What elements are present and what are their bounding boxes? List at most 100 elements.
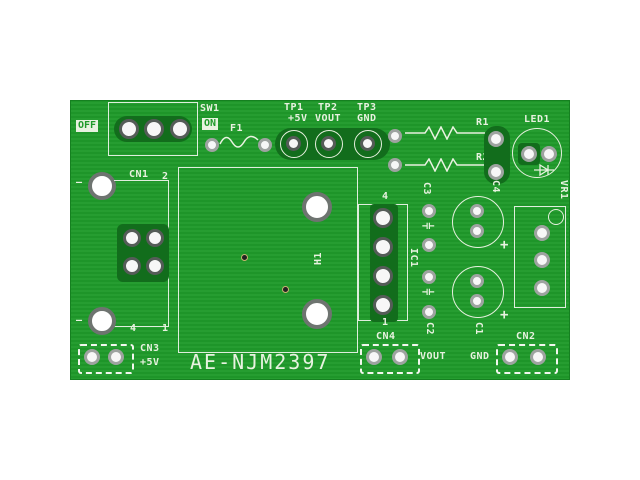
- cn1-pad-1: [123, 229, 141, 247]
- c4-pad-2: [470, 224, 484, 238]
- cn4-ref: CN4: [376, 331, 396, 342]
- cn4-outline: [360, 344, 420, 374]
- vr1-ref: VR1: [558, 180, 569, 200]
- f1-ref: F1: [230, 123, 244, 134]
- tp2-ring: [315, 130, 343, 158]
- cn2-ref: CN2: [516, 331, 536, 342]
- c4-plus: +: [500, 237, 509, 253]
- cn1-minus-top: –: [76, 177, 83, 188]
- f1-pad-2: [258, 138, 272, 152]
- cn4-pad-1: [366, 349, 382, 365]
- vr1-outline: [514, 206, 566, 308]
- r1-pad-1: [388, 129, 402, 143]
- c1-outline: [452, 266, 504, 318]
- tp1-ref: TP1: [284, 102, 304, 113]
- resistor-r1-symbol-icon: [405, 126, 485, 140]
- ic1-pad-1: [373, 295, 393, 315]
- r2-pad-1: [388, 158, 402, 172]
- heatsink-mount-bottom: [302, 299, 332, 329]
- cn3-ref: CN3: [140, 343, 160, 354]
- tp2-ref: TP2: [318, 102, 338, 113]
- tp3-ring: [354, 130, 382, 158]
- cn3-outline: [78, 344, 134, 374]
- sw1-on-label: ON: [202, 118, 219, 130]
- c2-ref: C2: [424, 322, 435, 336]
- vr1-marker: [548, 209, 564, 225]
- sw1-pad-1: [119, 119, 139, 139]
- pcb-board: OFF SW1 ON F1 TP1 +5V TP2 VOUT TP3 GND R…: [70, 100, 570, 380]
- tp3-label: GND: [357, 113, 377, 124]
- resistor-r2-symbol-icon: [405, 158, 485, 172]
- tp3-ref: TP3: [357, 102, 377, 113]
- ic1-pad-4: [373, 208, 393, 228]
- sw1-off-label: OFF: [76, 120, 99, 132]
- cn2-pad-1: [502, 349, 518, 365]
- ic1-ref: IC1: [408, 248, 419, 268]
- sw1-pad-2: [144, 119, 164, 139]
- via: [282, 286, 289, 293]
- cn1-mount-hole-top: [88, 172, 116, 200]
- cn2-outline: [496, 344, 558, 374]
- cn1-pin4: 4: [130, 323, 137, 334]
- ic1-pin4: 4: [382, 191, 389, 202]
- cn4-label: VOUT: [420, 351, 447, 362]
- tp1-pad: [286, 136, 301, 151]
- c1-plus: +: [500, 307, 509, 323]
- c2-symbol-icon: ⊣⊢: [422, 287, 436, 298]
- cn1-pad-3: [123, 257, 141, 275]
- tp2-label: VOUT: [315, 113, 342, 124]
- ic1-pad-3: [373, 237, 393, 257]
- c3-pad-1: [422, 204, 436, 218]
- r2-ref: R2: [476, 152, 490, 163]
- r2-pad-2: [488, 164, 504, 180]
- ic1-pin1: 1: [382, 317, 389, 328]
- r1-ref: R1: [476, 117, 490, 128]
- f1-pad-1: [205, 138, 219, 152]
- tp1-ring: [280, 130, 308, 158]
- c3-symbol-icon: ⊣⊢: [422, 221, 436, 232]
- c4-pad-1: [470, 204, 484, 218]
- cn1-ref: CN1: [129, 169, 149, 180]
- cn2-pad-2: [530, 349, 546, 365]
- led1-outline: [512, 128, 562, 178]
- via: [241, 254, 248, 261]
- led1-pad-1: [521, 146, 537, 162]
- ic1-pad-2: [373, 266, 393, 286]
- h1-ref: H1: [313, 252, 324, 266]
- cn1-pad-4: [146, 257, 164, 275]
- tp1-label: +5V: [288, 113, 308, 124]
- c2-pad-1: [422, 270, 436, 284]
- heatsink-outline: [178, 167, 358, 353]
- cn2-label: GND: [470, 351, 490, 362]
- c1-pad-2: [470, 294, 484, 308]
- board-name: AE-NJM2397: [190, 350, 331, 374]
- cn3-pad-1: [84, 349, 100, 365]
- vr1-pad-3: [534, 280, 550, 296]
- cn1-minus-bottom: –: [76, 315, 83, 326]
- c2-pad-2: [422, 305, 436, 319]
- cn3-pad-2: [108, 349, 124, 365]
- cn1-mount-hole-bottom: [88, 307, 116, 335]
- tp2-pad: [321, 136, 336, 151]
- cn1-pin2: 2: [162, 171, 169, 182]
- diode-symbol-icon: [534, 164, 554, 176]
- cn1-pad-2: [146, 229, 164, 247]
- led1-ref: LED1: [524, 114, 551, 125]
- vr1-pad-2: [534, 252, 550, 268]
- c4-ref: C4: [490, 180, 501, 194]
- cn4-pad-2: [392, 349, 408, 365]
- sw1-ref: SW1: [200, 103, 220, 114]
- vr1-pad-1: [534, 225, 550, 241]
- c3-ref: C3: [421, 182, 432, 196]
- heatsink-mount-top: [302, 192, 332, 222]
- c1-pad-1: [470, 274, 484, 288]
- fuse-symbol-icon: [219, 135, 259, 148]
- c4-outline: [452, 196, 504, 248]
- led1-pad-2: [541, 146, 557, 162]
- sw1-outline: [108, 102, 198, 156]
- cn1-pin1: 1: [162, 323, 169, 334]
- c3-pad-2: [422, 238, 436, 252]
- c1-ref: C1: [473, 322, 484, 336]
- tp3-pad: [360, 136, 375, 151]
- cn3-label: +5V: [140, 357, 160, 368]
